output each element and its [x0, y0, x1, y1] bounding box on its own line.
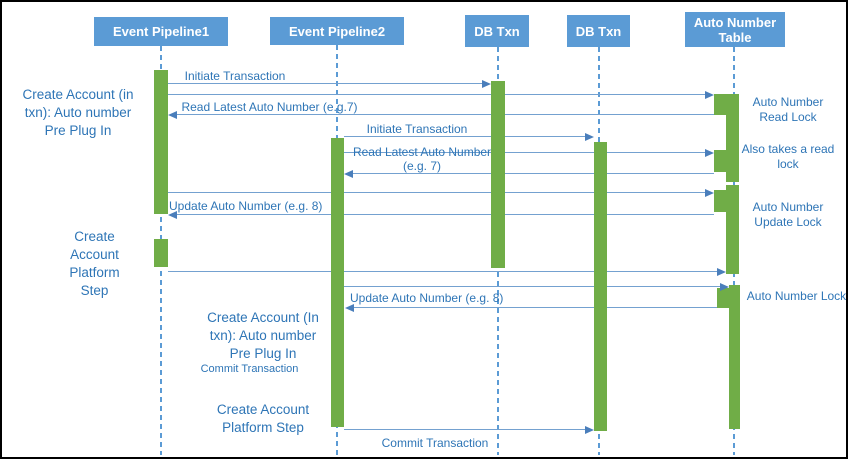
message-line-10	[353, 307, 717, 308]
arrowhead-icon	[585, 426, 594, 434]
message-line-8	[168, 271, 718, 272]
message-line-5	[352, 173, 714, 174]
activation-auto-table-lock-small	[717, 288, 729, 308]
message-line-7	[176, 214, 714, 215]
arrowhead-icon	[705, 91, 714, 99]
activation-db-txn-1-main	[491, 81, 505, 268]
message-label-10: Update Auto Number (e.g. 8)	[350, 291, 504, 305]
label-pipeline1-platform-step-caption: Create Account Platform Step	[69, 229, 120, 298]
message-line-2	[176, 114, 714, 115]
label-auto-number-update-lock-note: Auto Number Update Lock	[752, 200, 824, 229]
participant-db-txn-2: DB Txn	[567, 15, 630, 47]
message-line-11	[344, 429, 586, 430]
arrowhead-icon	[482, 80, 491, 88]
activation-db-txn-2-main	[594, 142, 607, 431]
label-pipeline1-preplugin-caption: Create Account (in txn): Auto number Pre…	[22, 87, 134, 138]
arrowhead-icon	[705, 149, 714, 157]
message-line-4	[344, 152, 706, 153]
label-also-takes-read-lock-note: Also takes a read lock	[741, 142, 835, 171]
arrowhead-icon	[585, 133, 594, 141]
label-auto-number-lock-note: Auto Number Lock	[746, 289, 847, 303]
label-auto-number-read-lock-note: Auto Number Read Lock	[752, 95, 824, 124]
message-label-3: Initiate Transaction	[366, 122, 468, 136]
message-line-0	[168, 83, 483, 84]
activation-auto-table-update-lock	[714, 190, 726, 212]
label-pipeline2-preplugin-caption: Create Account (In txn): Auto number Pre…	[207, 310, 319, 361]
message-label-0: Initiate Transaction	[184, 69, 286, 83]
activation-auto-table-read	[726, 94, 739, 182]
message-label-2: Read Latest Auto Number (e.g.7)	[181, 100, 358, 114]
arrowhead-icon	[168, 111, 177, 119]
participant-event-pipeline-2: Event Pipeline2	[270, 17, 404, 45]
arrowhead-icon	[345, 304, 354, 312]
activation-pipeline1-preplugin	[154, 70, 168, 214]
label-pipeline2-platform-step-caption: Create Account Platform Step	[216, 402, 310, 435]
activation-auto-table-read-lock-1	[714, 94, 726, 115]
activation-auto-table-lock	[729, 285, 740, 429]
message-line-3	[344, 136, 586, 137]
message-label-5: Read Latest Auto Number (e.g. 7)	[352, 145, 492, 173]
participant-event-pipeline-1: Event Pipeline1	[94, 17, 228, 46]
participant-auto-number-table: Auto Number Table	[685, 12, 785, 47]
arrowhead-icon	[720, 283, 729, 291]
activation-auto-table-read-lock-2	[714, 150, 726, 172]
message-line-9	[344, 286, 721, 287]
message-label-11: Commit Transaction	[381, 436, 489, 450]
participant-db-txn-1: DB Txn	[465, 15, 529, 47]
arrowhead-icon	[717, 268, 726, 276]
activation-pipeline2-main	[331, 138, 344, 427]
activation-pipeline1-platform-step	[154, 239, 168, 267]
message-line-1	[168, 94, 706, 95]
arrowhead-icon	[344, 170, 353, 178]
message-line-6	[168, 192, 706, 193]
label-pipeline1-commit-caption: Commit Transaction	[200, 363, 299, 375]
arrowhead-icon	[168, 211, 177, 219]
message-label-7: Update Auto Number (e.g. 8)	[169, 199, 323, 213]
arrowhead-icon	[705, 189, 714, 197]
activation-auto-table-update	[726, 185, 739, 274]
